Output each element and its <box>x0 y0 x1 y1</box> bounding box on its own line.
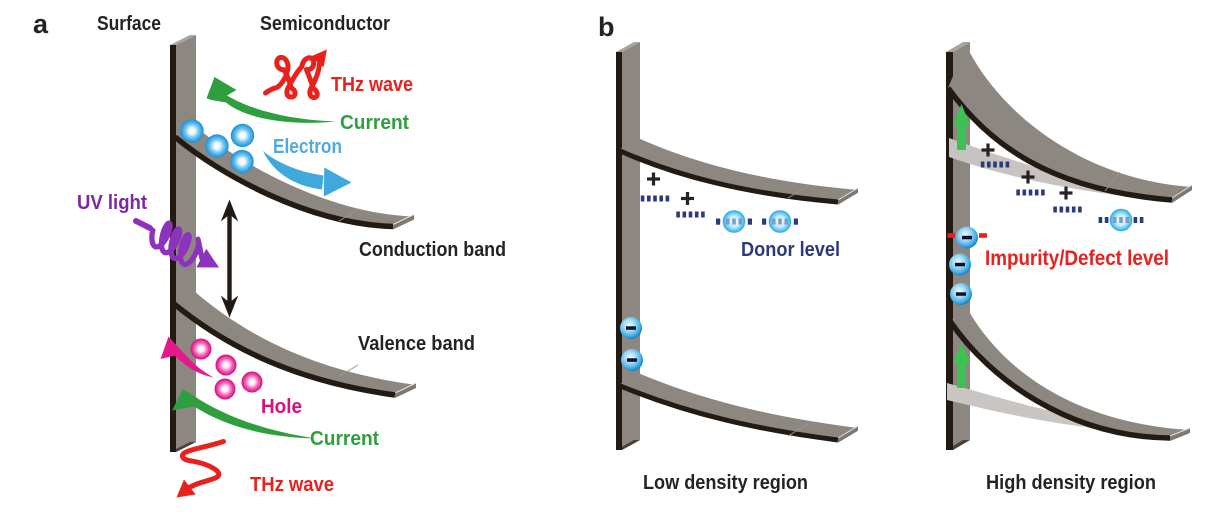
svg-text:a: a <box>33 9 49 39</box>
svg-text:Electron: Electron <box>273 136 342 158</box>
svg-text:THz wave: THz wave <box>331 74 413 96</box>
svg-text:Semiconductor: Semiconductor <box>260 13 390 35</box>
svg-text:b: b <box>598 12 615 42</box>
svg-text:Donor level: Donor level <box>741 239 840 261</box>
svg-text:High density region: High density region <box>986 471 1156 494</box>
svg-text:Valence band: Valence band <box>358 333 475 355</box>
svg-text:Current: Current <box>310 428 379 450</box>
svg-text:Current: Current <box>340 112 409 134</box>
svg-text:Impurity/Defect level: Impurity/Defect level <box>985 247 1169 270</box>
svg-text:Conduction band: Conduction band <box>359 239 506 261</box>
svg-text:Surface: Surface <box>97 13 161 35</box>
svg-text:Low density region: Low density region <box>643 471 808 494</box>
svg-text:Hole: Hole <box>261 396 302 418</box>
svg-text:UV light: UV light <box>77 192 147 214</box>
svg-text:THz wave: THz wave <box>250 474 334 496</box>
